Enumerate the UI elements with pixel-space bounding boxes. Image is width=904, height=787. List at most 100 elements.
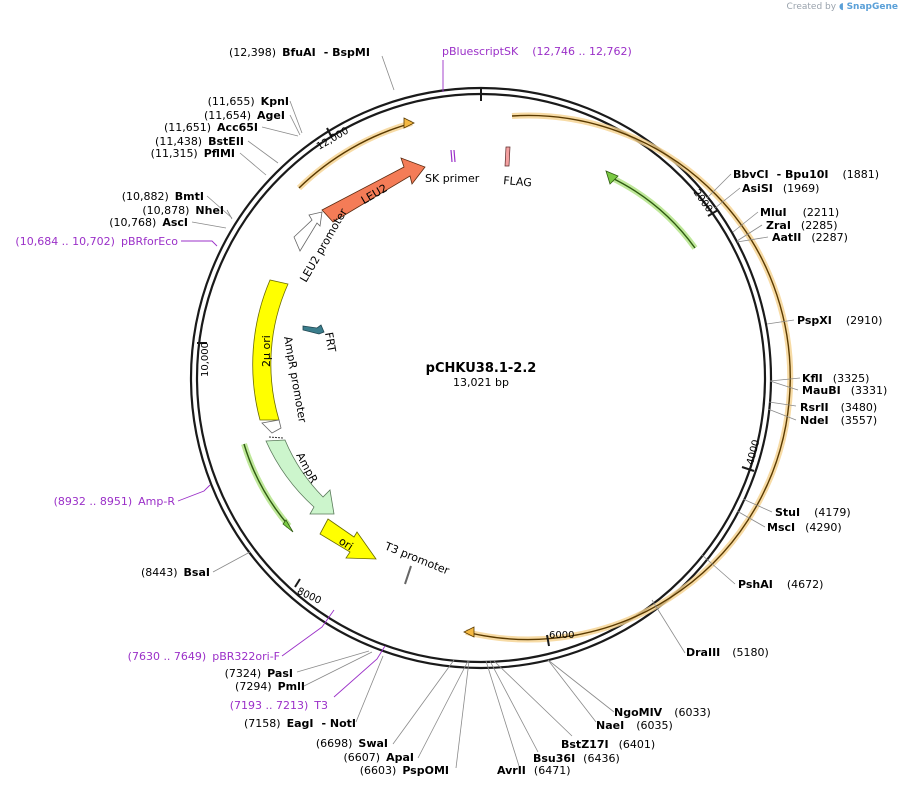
leader-pmli — [303, 651, 373, 687]
site-nhei: (10,878)NheI — [142, 204, 224, 217]
snapgene-watermark: Created by ◖ SnapGene — [787, 2, 898, 12]
leader-draiii — [651, 599, 686, 654]
leader-apai — [417, 660, 469, 759]
green-arrowhead-right — [605, 170, 619, 185]
frt-label: FRT — [322, 331, 338, 353]
leader-msci — [736, 510, 766, 528]
sk-primer-mark-a — [450, 149, 453, 163]
site-pmli: (7294)PmlI — [235, 680, 305, 693]
leader-bbvci — [706, 173, 732, 199]
site-bsu36i: Bsu36I(6436) — [533, 752, 620, 765]
site-pshai: PshAI(4672) — [738, 578, 823, 591]
leader-aatii — [736, 236, 769, 243]
ruler-label-10000: 10,000 — [200, 342, 211, 377]
site-bstz17i: BstZ17I(6401) — [561, 738, 655, 751]
leader-pspomi — [455, 660, 470, 769]
frt-feature-arrow — [302, 324, 325, 335]
leader-asisi — [714, 187, 741, 209]
ampr-feature-arrow — [265, 439, 335, 515]
site-pflmi: (11,315)PflMI — [151, 147, 235, 160]
leader-mlui — [732, 211, 759, 233]
ampr-promoter-dash — [268, 436, 284, 439]
site-asisi: AsiSI(1969) — [742, 182, 819, 195]
ruler-tick-2000 — [707, 209, 719, 217]
watermark-brand: SnapGene — [846, 2, 898, 12]
leu2-promoter-arrow — [293, 211, 323, 252]
leader-bstz17i — [493, 660, 573, 737]
site-naei: NaeI(6035) — [596, 719, 673, 732]
leu2-promoter-label: LEU2 promoter — [297, 206, 350, 285]
site-draiii: DraIII(5180) — [686, 646, 769, 659]
leader-swai — [392, 659, 455, 745]
leader-t3 — [333, 645, 386, 698]
leader-eagi — [355, 655, 384, 723]
leader-kfli — [769, 377, 801, 382]
site-leader-lines — [191, 55, 801, 769]
leader-pspxi — [766, 319, 795, 325]
green-feature-arc-left — [243, 443, 290, 527]
primer-labels: pBluescriptSK(12,746 .. 12,762) (10,684 … — [15, 45, 631, 712]
green-feature-arc-right — [609, 176, 696, 249]
site-rsrii: RsrII(3480) — [800, 401, 877, 414]
site-bfuai: (12,398)BfuAI- BspMI — [229, 46, 370, 59]
leader-ngomiv — [547, 659, 615, 713]
two-micron-ori-label: 2μ ori — [260, 335, 273, 367]
sk-primer-mark-b — [453, 149, 456, 163]
ruler-tick-4000 — [741, 466, 755, 472]
watermark-prefix: Created by — [786, 2, 837, 12]
ruler-tick-8000 — [294, 578, 301, 588]
site-labels-right: BbvCI- Bpu10I(1881) AsiSI(1969) MluI(221… — [497, 168, 887, 777]
site-swai: (6698)SwaI — [316, 737, 388, 750]
site-agei: (11,654)AgeI — [204, 109, 285, 122]
orange-small-arrowhead — [403, 117, 415, 129]
leader-bsai — [212, 551, 251, 573]
leader-agei — [289, 114, 301, 136]
ampr-promoter-arrow — [261, 419, 282, 434]
site-bsai: (8443)BsaI — [141, 566, 210, 579]
t3-promoter-mark — [404, 565, 412, 585]
green-feature-arc-right-glow — [608, 174, 698, 250]
site-avrii: AvrII(6471) — [497, 764, 570, 777]
flag-feature-mark — [504, 146, 511, 167]
site-pasi: (7324)PasI — [225, 667, 293, 680]
leader-bmti — [206, 195, 233, 219]
site-maubi: MauBI(3331) — [802, 384, 887, 397]
leader-bfuai — [381, 55, 395, 91]
site-kfli: KflI(3325) — [802, 372, 869, 385]
leu2-feature-arrow — [321, 157, 426, 223]
ruler-tick-6000 — [546, 634, 550, 647]
plasmid-name: pCHKU38.1-2.2 — [426, 361, 537, 376]
leader-bsteii — [247, 140, 279, 164]
primer-t3: (7193 .. 7213)T3 — [230, 699, 328, 712]
site-stui: StuI(4179) — [775, 506, 851, 519]
leader-rsrii — [768, 401, 797, 407]
site-bmti: (10,882)BmtI — [122, 190, 204, 203]
site-kpni: (11,655)KpnI — [208, 95, 289, 108]
leader-pshai — [701, 554, 736, 585]
leader-pbr322ori — [281, 609, 335, 657]
snapgene-logo-icon: ◖ — [838, 2, 844, 12]
primer-pbrforeco: (10,684 .. 10,702)pBRforEco — [15, 235, 178, 248]
leader-kpni — [289, 100, 303, 134]
leader-zrai — [736, 224, 763, 242]
site-labels-left: (12,398)BfuAI- BspMI (11,655)KpnI (11,65… — [109, 46, 449, 777]
leader-maubi — [769, 380, 799, 391]
site-acc65i: (11,651)Acc65I — [164, 121, 258, 134]
leader-avrii — [485, 660, 520, 767]
plasmid-size: 13,021 bp — [453, 376, 509, 389]
ampr-promoter-label: AmpR promoter — [281, 335, 309, 424]
site-ngomiv: NgoMIV(6033) — [614, 706, 711, 719]
site-bbvci: BbvCI- Bpu10I(1881) — [733, 168, 879, 181]
orange-feature-arrowhead — [463, 626, 475, 638]
site-apai: (6607)ApaI — [344, 751, 414, 764]
leader-ampr-primer — [177, 484, 211, 502]
site-zrai: ZraI(2285) — [766, 219, 838, 232]
leader-pflmi — [239, 152, 267, 176]
flag-label: FLAG — [503, 174, 533, 189]
leader-acc65i — [261, 126, 299, 137]
site-bsteii: (11,438)BstEII — [155, 135, 244, 148]
ruler-tick-12000 — [326, 127, 332, 137]
orange-feature-arc — [465, 114, 791, 641]
site-eagi: (7158)EagI- NotI — [244, 717, 356, 730]
